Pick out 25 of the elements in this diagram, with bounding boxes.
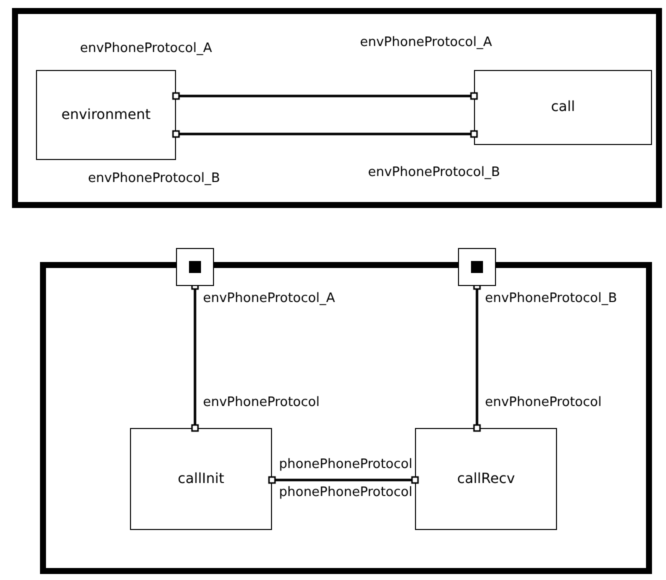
component-box bbox=[36, 70, 176, 160]
component-name: call bbox=[550, 98, 576, 117]
component-name: callInit bbox=[178, 470, 224, 488]
port-label: envPhoneProtocol bbox=[485, 396, 602, 409]
connector-line bbox=[268, 476, 419, 484]
port-label: envPhoneProtocol bbox=[203, 396, 320, 409]
component-box bbox=[130, 428, 272, 530]
port-label: envPhoneProtocol_B bbox=[88, 172, 220, 185]
connector-line bbox=[172, 92, 478, 100]
port-label: envPhoneProtocol_B bbox=[485, 292, 618, 305]
connector-line bbox=[172, 130, 478, 138]
port-label: envPhoneProtocol_B bbox=[368, 166, 500, 179]
component-name: environment bbox=[61, 106, 151, 124]
component-name: callRecv bbox=[457, 470, 515, 488]
port-box bbox=[176, 248, 214, 286]
frame-box bbox=[12, 8, 662, 208]
frame-box bbox=[40, 262, 652, 574]
port-box bbox=[458, 248, 496, 286]
port-label: phonePhoneProtocol bbox=[279, 458, 412, 471]
component-box bbox=[474, 70, 652, 145]
port-label: envPhoneProtocol_A bbox=[80, 42, 212, 55]
port-label: envPhoneProtocol_A bbox=[360, 36, 492, 49]
port-label: envPhoneProtocol_A bbox=[203, 292, 335, 305]
component-box bbox=[415, 428, 557, 530]
port-label: phonePhoneProtocol bbox=[279, 486, 412, 499]
